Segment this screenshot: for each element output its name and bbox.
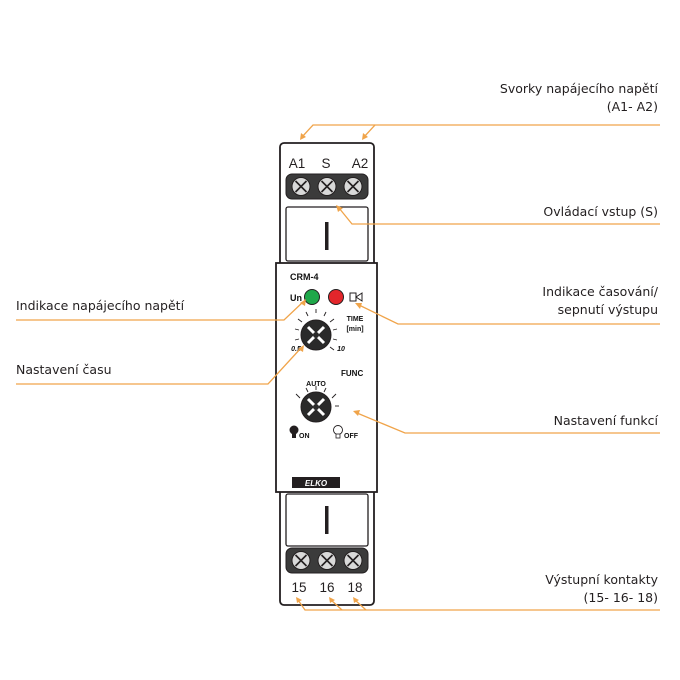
terminal-label-s: S [321, 156, 330, 171]
lower-cover-slot [325, 506, 329, 534]
relay-symbol-icon [349, 292, 363, 302]
func-label: FUNC [341, 369, 363, 378]
func-dial-ticks [295, 386, 339, 407]
brand-label: ELKO [305, 479, 328, 488]
model-label: CRM-4 [290, 272, 319, 282]
terminal-label-16: 16 [319, 580, 334, 595]
time-min-label: 0.5 [291, 346, 301, 353]
label-output-contacts: Výstupní kontakty [545, 572, 658, 587]
label-function-setting: Nastavení funkcí [554, 413, 659, 428]
bulb-off-icon [333, 425, 343, 439]
supply-led-green [304, 289, 320, 305]
elko-logo: ELKO [292, 477, 340, 488]
leader-time-setting [16, 345, 304, 385]
leader-supply-indication [16, 299, 306, 321]
un-label: Un [290, 293, 302, 303]
bulb-on-icon [289, 425, 299, 438]
top-screw-s [317, 177, 337, 196]
terminal-label-18: 18 [347, 580, 362, 595]
off-label: OFF [344, 433, 359, 440]
label-supply-terminals-detail: (A1- A2) [607, 99, 658, 114]
label-supply-terminals: Svorky napájecího napětí [500, 81, 659, 96]
front-panel [275, 262, 378, 493]
time-max-label: 10 [337, 346, 345, 353]
bottom-screw-18 [343, 551, 363, 570]
leader-control-input [336, 205, 660, 225]
on-label: ON [299, 433, 310, 440]
label-timing-indication-detail: sepnutí výstupu [558, 302, 658, 317]
bottom-screw-16 [317, 551, 337, 570]
timing-led-red [328, 289, 344, 305]
leader-output-contacts [296, 597, 660, 611]
terminal-label-a1: A1 [289, 156, 306, 171]
time-label: TIME [347, 316, 364, 323]
upper-cover-slot [325, 222, 329, 250]
terminal-label-a2: A2 [352, 156, 369, 171]
top-screw-a1 [291, 177, 311, 196]
label-output-contacts-detail: (15- 16- 18) [584, 590, 658, 605]
bottom-screw-15 [291, 551, 311, 570]
time-dial-knob[interactable] [300, 319, 332, 351]
relay-housing: A1 S A2 CRM-4 Un TIME [m [275, 142, 378, 606]
label-control-input: Ovládací vstup (S) [543, 204, 658, 219]
leader-supply-terminals [300, 124, 660, 140]
label-time-setting: Nastavení času [16, 362, 112, 377]
terminal-label-15: 15 [291, 580, 306, 595]
label-timing-indication: Indikace časování/ [542, 284, 658, 299]
label-supply-indication: Indikace napájecího napětí [16, 298, 185, 313]
func-dial-knob[interactable] [300, 391, 332, 423]
top-screw-a2 [343, 177, 363, 196]
leader-function-setting [353, 410, 660, 434]
auto-label: AUTO [306, 381, 326, 388]
leader-timing-indication [355, 303, 660, 325]
time-unit-label: [min] [346, 326, 363, 333]
